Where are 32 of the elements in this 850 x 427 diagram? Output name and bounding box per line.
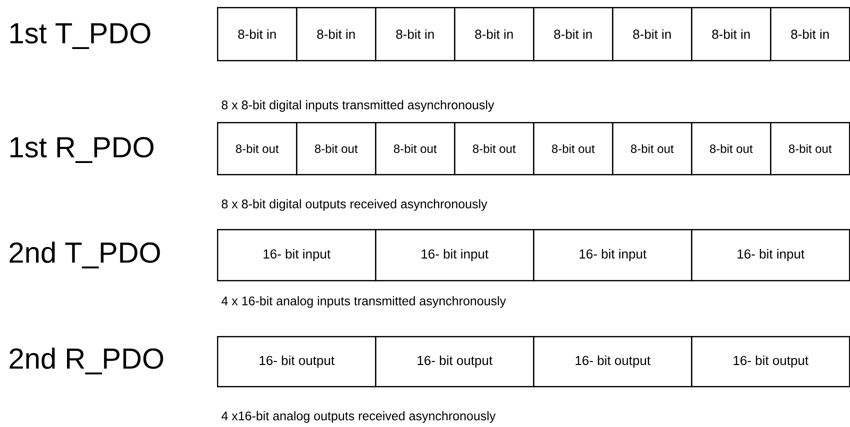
cell: 8-bit in xyxy=(454,7,534,62)
cell: 8-bit in xyxy=(691,7,772,62)
cell: 8-bit out xyxy=(296,122,376,176)
cell: 8-bit out xyxy=(375,122,456,176)
note: 4 x 16-bit analog inputs transmitted asynchronously xyxy=(222,296,506,308)
cell: 16- bit output xyxy=(217,336,376,388)
cell: 16- bit input xyxy=(375,229,534,282)
cell: 16- bit input xyxy=(691,229,850,282)
cell: 8-bit in xyxy=(375,7,456,62)
cell: 16- bit output xyxy=(691,336,850,388)
cell: 8-bit in xyxy=(217,7,298,62)
row-title: 2nd R_PDO xyxy=(10,348,164,374)
row-title: 2nd T_PDO xyxy=(10,242,160,268)
row-title: 1st T_PDO xyxy=(10,23,150,49)
row-title: 1st R_PDO xyxy=(10,137,154,163)
note: 4 x16-bit analog outputs received asynchronously xyxy=(222,411,496,423)
cell: 8-bit in xyxy=(296,7,376,62)
cell: 16- bit input xyxy=(217,229,376,282)
cell: 8-bit out xyxy=(770,122,850,176)
cell: 8-bit out xyxy=(533,122,614,176)
note: 8 x 8-bit digital outputs received asynchronously xyxy=(222,199,488,211)
cell: 16- bit output xyxy=(375,336,534,388)
cell: 16- bit input xyxy=(533,229,692,282)
cell: 8-bit out xyxy=(691,122,772,176)
cell: 16- bit output xyxy=(533,336,692,388)
cell: 8-bit out xyxy=(612,122,692,176)
cell: 8-bit in xyxy=(770,7,850,62)
cell: 8-bit in xyxy=(533,7,614,62)
cell: 8-bit out xyxy=(454,122,534,176)
note: 8 x 8-bit digital inputs transmitted asynchronously xyxy=(222,100,494,112)
cell: 8-bit out xyxy=(217,122,298,176)
cell: 8-bit in xyxy=(612,7,692,62)
